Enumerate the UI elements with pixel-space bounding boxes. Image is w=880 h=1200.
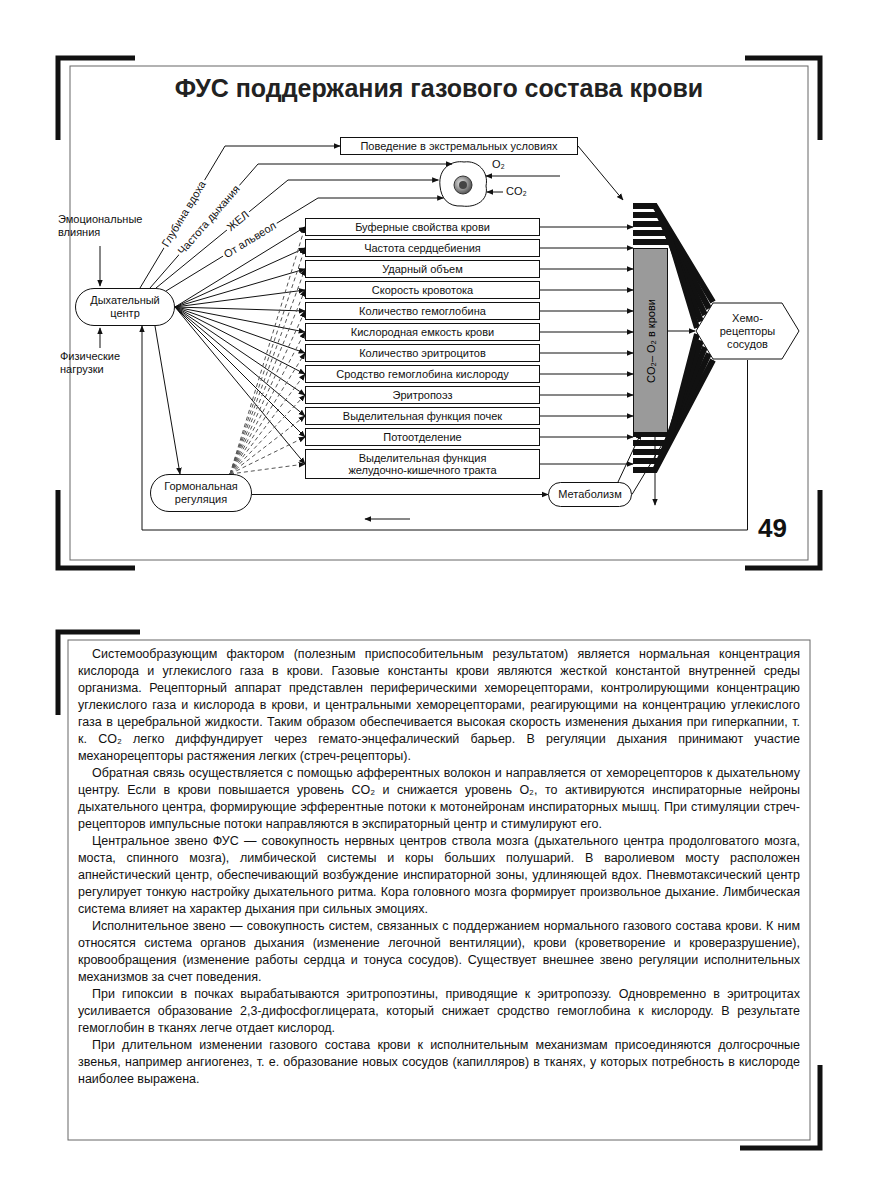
dashed-connector [230,311,305,474]
dashed-connector [230,437,305,474]
connector [540,227,633,228]
dashed-connector [230,464,305,474]
connector [540,353,633,354]
node-text: Гормональная регуляция [157,480,245,506]
connector [540,248,633,249]
connector [540,311,633,312]
process-box: Эритропоэз [305,386,540,404]
connector [175,269,305,307]
node-text: Выделительная функция желудочно-кишечног… [335,452,510,476]
node-text: Хемо-рецепторы сосудов [711,312,784,351]
hexagon-shape [696,303,799,359]
node-text: Частота сердцебиения [364,242,481,254]
paragraph: Центральное звено ФУС — совокупность нер… [78,833,800,918]
connector [540,374,633,375]
connector [175,307,305,332]
process-box: Буферные свойства крови [305,218,540,236]
connector [540,416,633,417]
side-label: Эмоциональные влияния [58,213,154,239]
connector [540,437,633,438]
process-box: Ударный объем [305,260,540,278]
node-text: Количество эритроцитов [359,347,486,359]
connector [618,433,641,482]
connector [540,269,633,270]
dashed-connector [230,395,305,474]
connector [175,307,305,395]
node-text: Ударный объем [382,263,463,275]
paragraph: Системообразующим фактором (полезным при… [78,646,800,765]
node-text: Дыхательный центр [82,294,168,320]
process-box: Потоотделение [305,428,540,446]
dashed-connector [230,227,305,474]
side-label: Физические нагрузки [60,350,138,376]
line-label: ЖЕЛ [223,207,253,235]
dashed-connector [230,332,305,474]
process-box: Кислородная емкость крови [305,323,540,341]
node-text: Эритропоэз [392,389,452,401]
chemoreceptor-hexagon: Хемо-рецепторы сосудов [695,302,800,360]
paragraph: При длительном изменении газового состав… [78,1037,800,1088]
dashed-connector [230,416,305,474]
hormone-pill: Гормональная регуляция [150,474,252,512]
bottom-frame [58,632,820,1148]
connector [540,395,633,396]
dashed-connector [230,248,305,474]
node-text: Метаболизм [558,488,621,501]
node-text: CO₂– O₂ в крови [645,299,657,383]
node-text: Буферные свойства крови [355,221,490,233]
paragraph: При гипоксии в почках вырабатываются эри… [78,986,800,1037]
dashed-connector [230,269,305,474]
connector [540,332,633,333]
node-text: Сродство гемоглобина кислороду [336,368,509,380]
process-box: Частота сердцебиения [305,239,540,257]
node-text: Кислородная емкость крови [351,326,494,338]
process-box: Сродство гемоглобина кислороду [305,365,540,383]
process-box: Количество эритроцитов [305,344,540,362]
gas-bar: CO₂– O₂ в крови [633,248,668,433]
node-text: Скорость кровотока [372,284,473,296]
page-title: ФУС поддержания газового состава крови [70,73,808,103]
process-box: Выделительная функция почек [305,407,540,425]
side-label: CO₂ [506,185,527,198]
page-number: 49 [758,513,787,543]
connector [540,464,633,465]
process-box: Выделительная функция желудочно-кишечног… [305,449,540,479]
node-text: Выделительная функция почек [343,410,502,422]
connector [175,307,305,437]
metabolism-pill: Метаболизм [548,482,632,507]
side-label: O₂ [492,158,505,171]
dashed-connector [230,374,305,474]
text-body: Системообразующим фактором (полезным при… [78,646,800,1088]
connector [175,307,305,374]
cell-illustration [440,162,487,207]
process-box: Количество гемоглобина [305,302,540,320]
connector [578,146,623,200]
connector [668,331,695,332]
dashed-connector [230,353,305,474]
top-frame [58,58,820,568]
dashed-connector [230,290,305,474]
node-text: Потоотделение [383,431,461,443]
free-arrows [100,176,655,519]
connector [540,290,633,291]
connector [175,248,305,307]
paragraph: Исполнительное звено — совокупность сист… [78,918,800,986]
behavior-box: Поведение в экстремальных условиях [340,137,578,155]
node-text: Поведение в экстремальных условиях [360,140,557,152]
paragraph: Обратная связь осуществляется с помощью … [78,765,800,833]
connector [252,494,548,495]
center-pill: Дыхательный центр [75,288,175,326]
node-text: Количество гемоглобина [359,305,486,317]
process-box: Скорость кровотока [305,281,540,299]
connector [155,326,180,474]
